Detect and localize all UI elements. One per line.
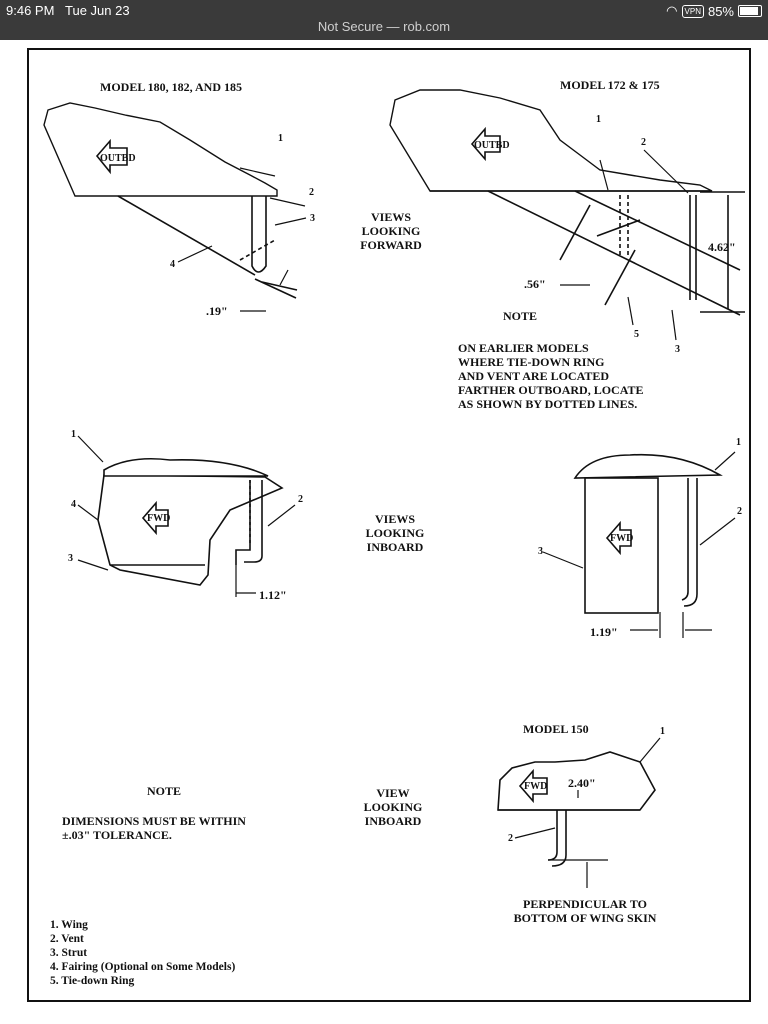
callout-1-180: 1 bbox=[278, 133, 283, 144]
dim-462: 4.62" bbox=[708, 240, 736, 254]
note-bottom-title: NOTE bbox=[146, 784, 181, 798]
callout-2-inb-172: 2 bbox=[737, 506, 742, 517]
figure-frame bbox=[27, 48, 751, 1002]
status-right: ◠ VPN 85% bbox=[666, 3, 762, 19]
callout-3-inb: 3 bbox=[68, 553, 73, 564]
vpn-badge: VPN bbox=[681, 4, 704, 18]
fwd-arrow-label-3: FWD bbox=[524, 781, 548, 792]
legend-item: 3. Strut bbox=[50, 947, 88, 959]
dim-240: 2.40" bbox=[568, 776, 596, 790]
outbd-arrow-180 bbox=[95, 138, 128, 175]
battery-icon bbox=[738, 5, 762, 17]
fairing-inboard-180 bbox=[97, 474, 284, 586]
callout-3-inb-172: 3 bbox=[538, 546, 543, 557]
battery-percent: 85% bbox=[707, 3, 734, 19]
callout-1-inb: 1 bbox=[71, 429, 76, 440]
fwd-arrow-150 bbox=[518, 768, 548, 804]
dim-56: .56" bbox=[524, 277, 546, 291]
dim-19: .19" bbox=[206, 304, 228, 318]
status-time: 9:46 PM Tue Jun 23 bbox=[6, 3, 130, 18]
wing-shape-180 bbox=[43, 102, 278, 197]
outbd-arrow-label: OUTBD bbox=[100, 153, 136, 164]
vent-inboard-172 bbox=[681, 478, 689, 601]
wifi-icon: ◠ bbox=[666, 3, 678, 18]
fairing-line-180 bbox=[117, 195, 256, 276]
parts-legend: 1. Wing 2. Vent 3. Strut 4. Fairing (Opt… bbox=[50, 918, 235, 988]
callout-5-172: 5 bbox=[634, 329, 639, 340]
callout-2-inb: 2 bbox=[298, 494, 303, 505]
model-172-title: MODEL 172 & 175 bbox=[560, 78, 660, 92]
status-bar: 9:46 PM Tue Jun 23 ◠ VPN 85% Not Secure … bbox=[0, 0, 768, 40]
legend-item: 2. Vent bbox=[50, 933, 84, 945]
outbd-arrow-172 bbox=[470, 126, 501, 162]
legend-item: 5. Tie-down Ring bbox=[50, 975, 135, 987]
url-bar[interactable]: Not Secure — rob.com bbox=[317, 19, 451, 34]
callout-2-150: 2 bbox=[508, 833, 513, 844]
callout-1-150: 1 bbox=[660, 726, 665, 737]
callout-1-inb-172: 1 bbox=[736, 437, 741, 448]
note-bottom-body: DIMENSIONS MUST BE WITHIN ±.03" TOLERANC… bbox=[62, 814, 246, 842]
dim-119: 1.19" bbox=[590, 625, 618, 639]
outbd-arrow-label-2: OUTBD bbox=[474, 140, 510, 151]
legend-item: 1. Wing bbox=[50, 919, 88, 931]
vent-180 bbox=[251, 196, 267, 273]
callout-4-180: 4 bbox=[170, 259, 175, 270]
fwd-arrow-label-2: FWD bbox=[610, 533, 634, 544]
note-top-body: ON EARLIER MODELS WHERE TIE-DOWN RING AN… bbox=[458, 341, 644, 411]
callout-1-172: 1 bbox=[596, 114, 601, 125]
callout-2-180: 2 bbox=[309, 187, 314, 198]
model-150-title: MODEL 150 bbox=[523, 722, 589, 736]
wing-shape-150 bbox=[497, 751, 656, 811]
dim-112: 1.12" bbox=[259, 588, 287, 602]
callout-3-180: 3 bbox=[310, 213, 315, 224]
note-top-title: NOTE bbox=[502, 309, 537, 323]
callout-4-inb: 4 bbox=[71, 499, 76, 510]
perpendicular-note: PERPENDICULAR TO BOTTOM OF WING SKIN bbox=[513, 897, 657, 925]
legend-item: 4. Fairing (Optional on Some Models) bbox=[50, 961, 236, 973]
fwd-arrow-label: FWD bbox=[147, 513, 171, 524]
fwd-arrow-inboard-180 bbox=[141, 500, 169, 536]
vent-inboard-180 bbox=[235, 480, 251, 565]
callout-3-172: 3 bbox=[675, 344, 680, 355]
fwd-arrow-inboard-172 bbox=[605, 520, 632, 556]
vent-150 bbox=[547, 810, 558, 861]
callout-2-172: 2 bbox=[641, 137, 646, 148]
model-180-title: MODEL 180, 182, AND 185 bbox=[100, 80, 243, 94]
wing-shape-172 bbox=[389, 89, 713, 192]
